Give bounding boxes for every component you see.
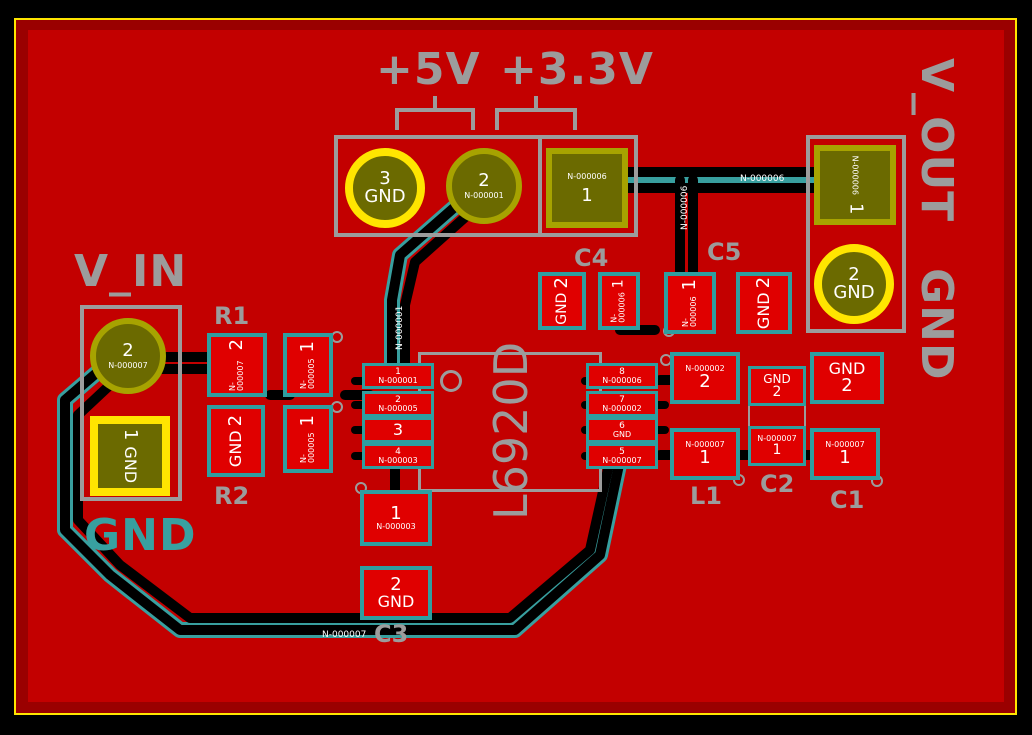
ref-c1: C1	[830, 486, 865, 514]
ref-r2: R2	[214, 482, 250, 510]
j-top-pad2[interactable]: 2 N-000001	[446, 148, 522, 224]
track-label-n1-v: N-000001	[395, 305, 405, 350]
r1-pad2[interactable]: N-000007 2	[207, 333, 267, 397]
label-5v: +5V	[376, 44, 481, 95]
label-ic: L6920D	[484, 341, 538, 520]
c3-pad2[interactable]: 2 GND	[360, 566, 432, 620]
c5-pad1[interactable]: N-000006 1	[664, 272, 716, 334]
label-v-in: V_IN	[74, 246, 188, 297]
r2-pad2[interactable]: GND 2	[207, 405, 265, 477]
label-gnd-out: GND	[911, 268, 962, 381]
j-top-pin1-box	[538, 135, 638, 237]
j-top-pad1[interactable]: N-000006 1	[546, 148, 628, 228]
track-label-n7: N-000007	[322, 630, 367, 640]
c4-pad1[interactable]: N-000006 1	[598, 272, 640, 330]
label-3v3: +3.3V	[500, 44, 654, 95]
j-in-outline	[80, 305, 182, 501]
c2-pad1[interactable]: N-000007 1	[748, 426, 806, 466]
ref-l1: L1	[690, 482, 722, 510]
l1-pad1[interactable]: N-000007 1	[670, 428, 740, 480]
j-in-pad2[interactable]: 2 N-000007	[90, 318, 166, 394]
ref-r1: R1	[214, 302, 250, 330]
c4-pad2[interactable]: GND 2	[538, 272, 586, 330]
ref-c4: C4	[574, 244, 609, 272]
label-gnd-in: GND	[84, 510, 197, 561]
track-label-n6-h: N-000006	[740, 174, 785, 184]
j-out-pad1[interactable]: N-000006 1	[814, 145, 896, 225]
track-label-n6-v: N-000006	[680, 185, 690, 230]
ref-c5: C5	[707, 238, 742, 266]
r2-pad1[interactable]: N-000005 1	[283, 405, 333, 473]
bracket-5v-tick	[433, 96, 437, 110]
j-in-pad1[interactable]: 1 GND	[90, 416, 170, 496]
c1-pad2[interactable]: GND 2	[810, 352, 884, 404]
c3-pad1[interactable]: 1 N-000003	[360, 490, 432, 546]
j-out-outline	[806, 135, 906, 333]
ref-c3: C3	[374, 620, 409, 648]
l1-pad2[interactable]: N-000002 2	[670, 352, 740, 404]
r1-pad1[interactable]: N-000005 1	[283, 333, 333, 397]
bracket-33v-tick	[534, 96, 538, 110]
ref-c2: C2	[760, 470, 795, 498]
c1-pad1[interactable]: N-000007 1	[810, 428, 880, 480]
ic-pin1-marker	[440, 370, 462, 392]
c5-pad2[interactable]: GND 2	[736, 272, 792, 334]
label-v-out: V_OUT	[911, 58, 962, 223]
j-top-pad3[interactable]: 3 GND	[345, 148, 425, 228]
bracket-33v	[495, 108, 577, 130]
c2-pad2[interactable]: GND 2	[748, 366, 806, 406]
ic-pin3[interactable]: 3	[362, 417, 434, 443]
bracket-5v	[395, 108, 475, 130]
j-out-pad2[interactable]: 2 GND	[814, 244, 894, 324]
